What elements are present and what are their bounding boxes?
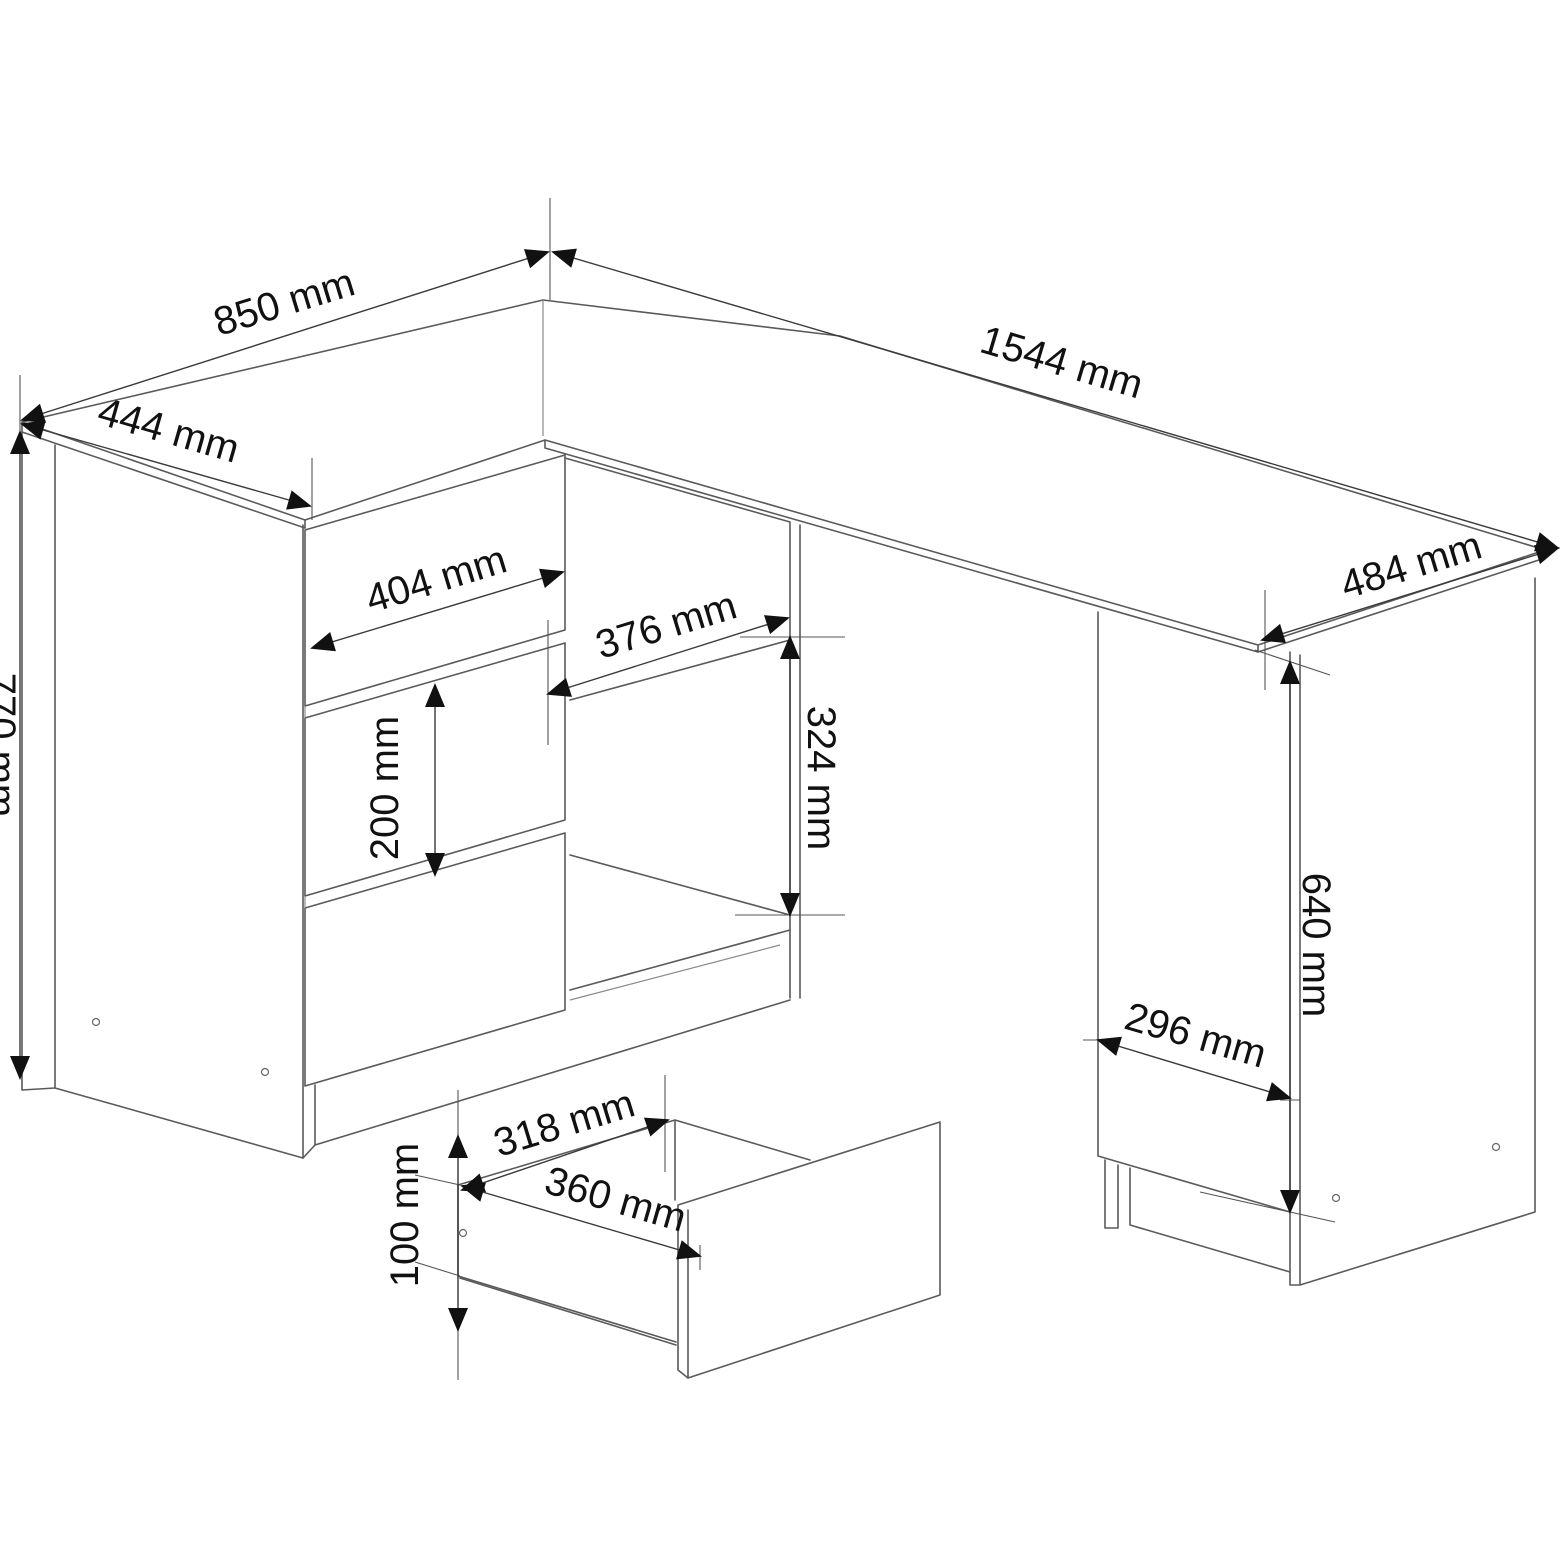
label-404: 404 mm [361,537,512,621]
label-1544: 1544 mm [976,318,1148,408]
label-770-partial: 770 mm [0,673,23,818]
dim-line-850 [20,249,550,423]
dim-line-376 [546,615,790,697]
dim-line-484 [1260,544,1560,644]
label-360: 360 mm [540,1158,691,1240]
label-200: 200 mm [363,716,407,861]
open-drawer [457,1119,941,1379]
label-324: 324 mm [799,706,843,851]
dim-line-360 [460,1182,702,1260]
dim-line-444 [20,420,312,510]
mounting-holes [91,1017,1501,1238]
label-296: 296 mm [1120,994,1271,1076]
dimension-labels: 850 mm 1544 mm 444 mm 484 mm 404 mm 376 … [0,260,1487,1287]
dim-line-296 [1096,1036,1292,1102]
label-444: 444 mm [93,389,244,471]
label-376: 376 mm [591,583,742,667]
dim-line-1544 [551,248,1560,552]
dim-line-318 [460,1117,670,1193]
dim-line-404 [310,568,565,652]
label-100: 100 mm [383,1143,427,1288]
label-850: 850 mm [209,260,360,344]
label-640: 640 mm [1294,873,1338,1018]
dimension-lines [10,248,1560,1332]
desk-body [21,299,1546,1286]
